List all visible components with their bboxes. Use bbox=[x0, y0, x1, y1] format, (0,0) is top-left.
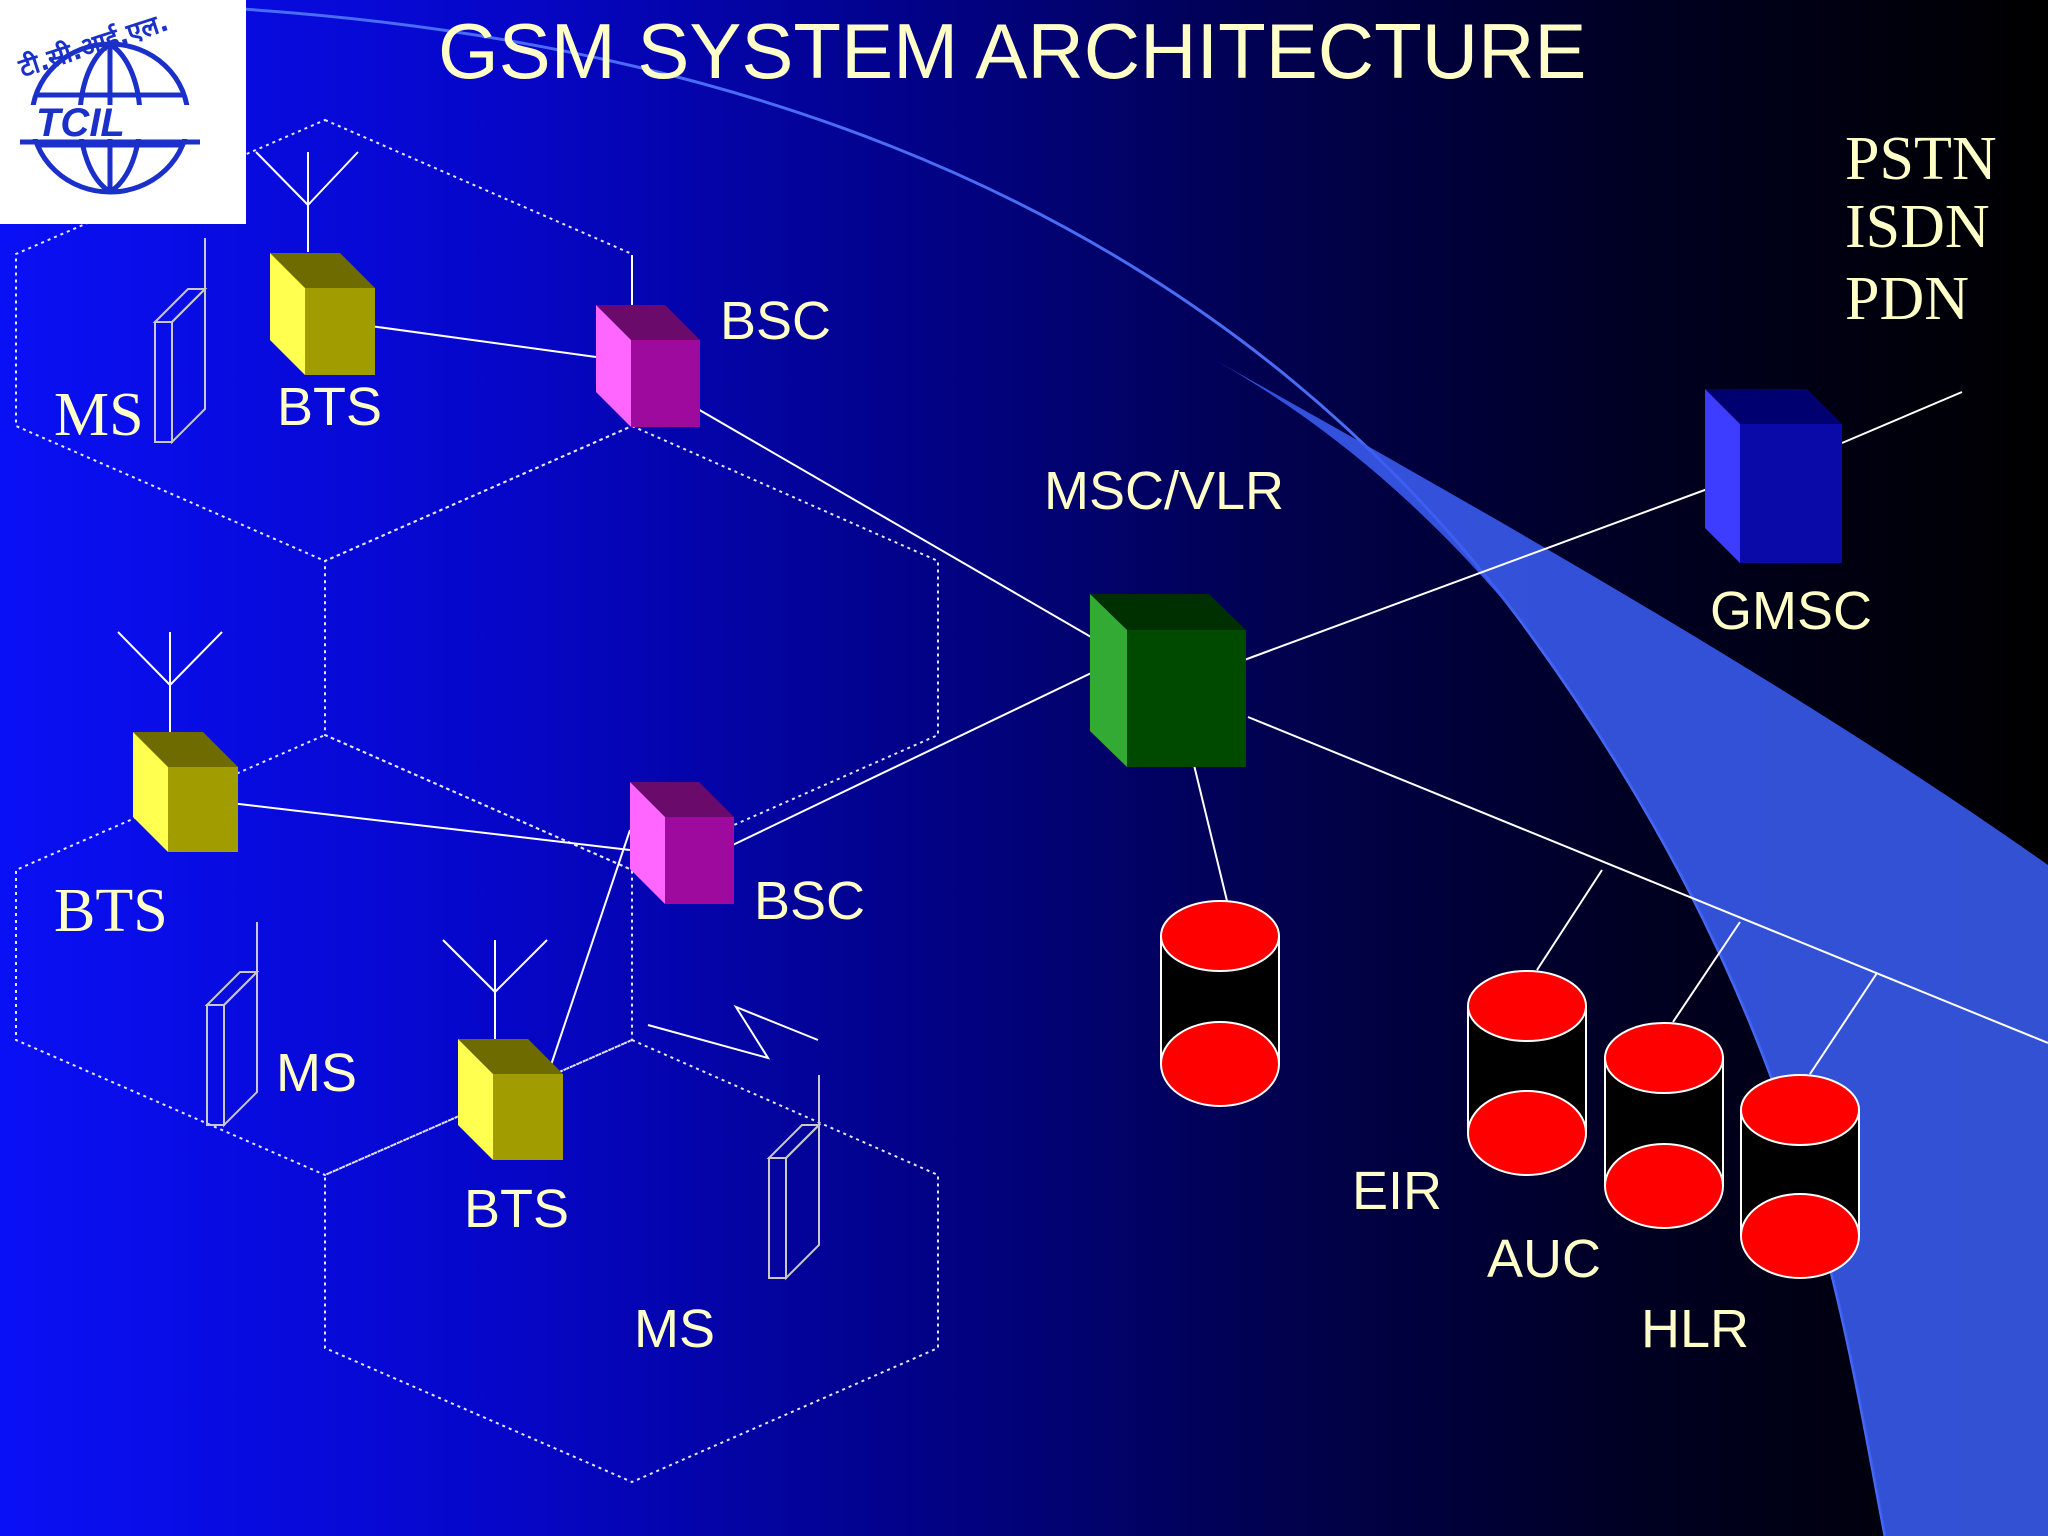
database-eir-cylinder bbox=[1467, 970, 1587, 1176]
label-pstn: PSTN bbox=[1845, 125, 1997, 193]
label-gmsc: GMSC bbox=[1710, 581, 1872, 641]
label-bts-bottom: BTS bbox=[464, 1179, 570, 1239]
label-ms-top: MS bbox=[54, 381, 144, 449]
radio-link-zigzag-icon bbox=[647, 1004, 819, 1060]
antenna-icon bbox=[255, 151, 359, 252]
mobile-phone-icon bbox=[152, 238, 208, 445]
bsc-mid-cube bbox=[630, 782, 734, 904]
link-bsc-mid-msc bbox=[715, 663, 1111, 854]
database-auc-cylinder bbox=[1604, 1022, 1724, 1229]
antenna-icon bbox=[442, 939, 548, 1039]
link-msc-hlr-bus bbox=[1247, 716, 2048, 1044]
label-ms-mid: MS bbox=[276, 1043, 357, 1103]
database-msc-cylinder bbox=[1160, 900, 1280, 1107]
label-bsc-top: BSC bbox=[720, 291, 832, 351]
antenna-icon bbox=[117, 631, 223, 732]
logo-panel: TCIL टी.सी.आई.एल. bbox=[0, 0, 246, 224]
link-msc-gmsc bbox=[1227, 476, 1741, 667]
link-gmsc-pstn bbox=[1841, 391, 1963, 444]
link-bts-bottom-bsc-mid bbox=[546, 829, 631, 1078]
link-bsc-top-msc bbox=[664, 389, 1111, 649]
label-isdn: ISDN bbox=[1845, 193, 1990, 261]
logo-script-text: टी.सी.आई.एल. bbox=[14, 7, 172, 85]
tcil-logo: TCIL टी.सी.आई.एल. bbox=[14, 7, 200, 195]
link-bus-db3 bbox=[1809, 972, 1878, 1075]
cell-bottom bbox=[324, 1038, 939, 1484]
link-msc-eir bbox=[1193, 764, 1229, 906]
msc-vlr-cube bbox=[1090, 594, 1246, 767]
link-bts-top-bsc-top bbox=[355, 323, 597, 358]
label-auc: AUC bbox=[1487, 1229, 1602, 1289]
link-bus-hlr bbox=[1672, 921, 1741, 1023]
mobile-phone-icon bbox=[766, 1075, 822, 1281]
label-bts-top: BTS bbox=[277, 377, 383, 437]
link-bts-mid-bsc-mid bbox=[221, 801, 631, 851]
antennas bbox=[117, 151, 819, 1060]
link-bus-auc bbox=[1536, 869, 1603, 971]
label-hlr: HLR bbox=[1641, 1299, 1750, 1359]
cell-mid-left bbox=[15, 733, 633, 1177]
mobile-stations bbox=[152, 238, 822, 1281]
label-bts-mid: BTS bbox=[54, 877, 168, 945]
bts-bottom-cube bbox=[458, 1039, 563, 1160]
decorative-swoosh bbox=[1215, 360, 2048, 1536]
label-pdn: PDN bbox=[1845, 265, 1970, 333]
mobile-phone-icon bbox=[204, 922, 260, 1128]
label-bsc-mid: BSC bbox=[754, 871, 866, 931]
logo-text: TCIL bbox=[36, 101, 125, 145]
label-msc-vlr: MSC/VLR bbox=[1044, 461, 1285, 521]
bsc-top-cube bbox=[596, 305, 700, 427]
database-hlr-cylinder bbox=[1740, 1074, 1860, 1279]
label-ms-bottom: MS bbox=[634, 1299, 715, 1359]
gmsc-cube bbox=[1705, 389, 1842, 563]
bts-top-cube bbox=[270, 253, 375, 375]
page-title: GSM SYSTEM ARCHITECTURE bbox=[438, 7, 1587, 95]
bts-mid-cube bbox=[133, 732, 238, 852]
label-eir: EIR bbox=[1352, 1161, 1443, 1221]
network-links bbox=[221, 323, 2048, 1078]
